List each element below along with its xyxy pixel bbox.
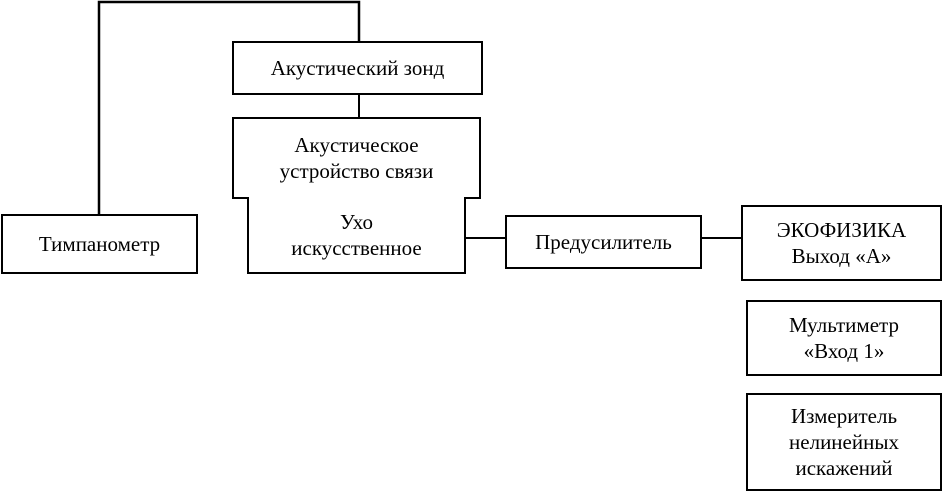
distortion-meter-label-line2: нелинейных — [789, 430, 899, 454]
artificial-ear-label-line2: искусственное — [291, 235, 422, 260]
distortion-meter-block: Измеритель нелинейных искажений — [746, 393, 942, 491]
preamplifier-label: Предусилитель — [535, 230, 672, 254]
tympanometer-label: Тимпанометр — [38, 232, 161, 256]
tympanometer-block: Тимпанометр — [1, 214, 198, 274]
preamplifier-block: Предусилитель — [505, 215, 702, 269]
multimeter-label-line2: «Вход 1» — [803, 339, 885, 363]
coupler-label-line1: Акустическое — [294, 133, 419, 157]
multimeter-label-line1: Мультиметр — [789, 313, 899, 337]
ecophysics-block: ЭКОФИЗИКА Выход «А» — [741, 205, 942, 281]
ecophysics-label-line2: Выход «А» — [791, 244, 892, 268]
coupler-label-line2: устройство связи — [279, 159, 434, 183]
distortion-meter-label-line3: искажений — [795, 456, 893, 480]
distortion-meter-label-line1: Измеритель — [790, 404, 898, 428]
coupler-block: Акустическое устройство связи — [232, 117, 481, 199]
ecophysics-label-line1: ЭКОФИЗИКА — [776, 218, 907, 242]
artificial-ear-block: Ухо искусственное — [247, 197, 466, 274]
multimeter-block: Мультиметр «Вход 1» — [746, 300, 942, 376]
line-tympanometer-to-probe — [97, 0, 361, 214]
acoustic-probe-block: Акустический зонд — [232, 41, 483, 95]
acoustic-probe-label: Акустический зонд — [270, 56, 445, 80]
artificial-ear-label-line1: Ухо — [340, 209, 373, 234]
